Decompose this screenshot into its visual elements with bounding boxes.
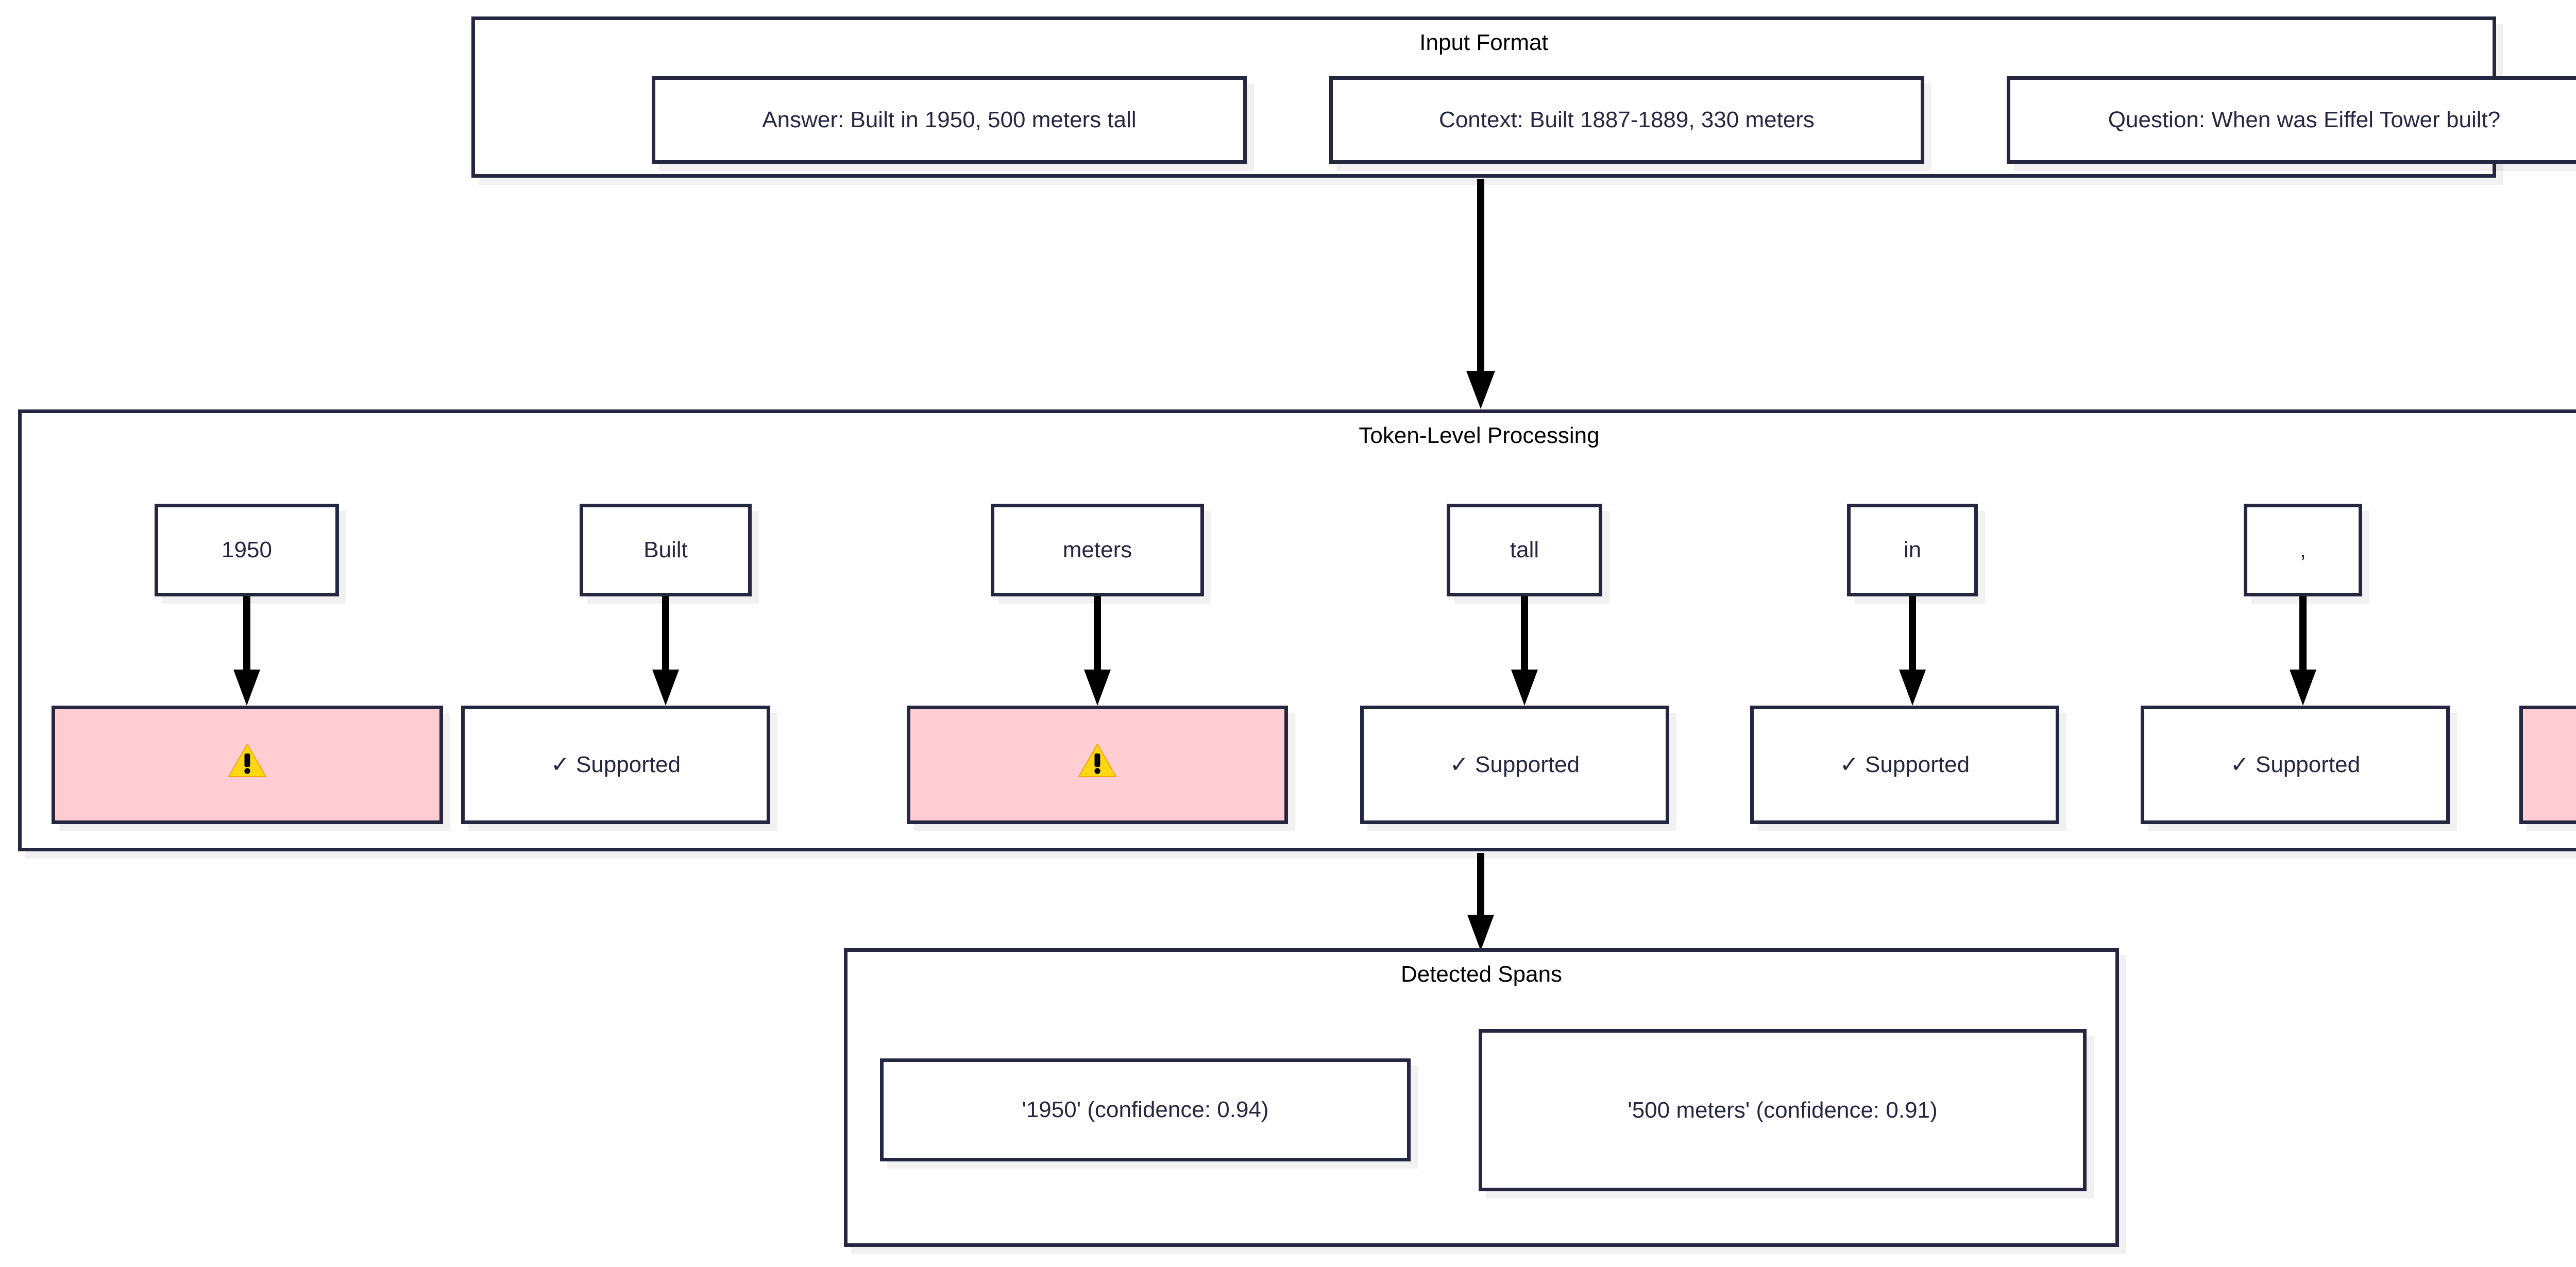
arrow-input-to-processing <box>1465 179 1496 409</box>
status-label: ✓ Supported <box>1449 752 1580 778</box>
input-answer-box[interactable]: Answer: Built in 1950, 500 meters tall <box>652 76 1247 164</box>
status-box-tall[interactable]: ✓ Supported <box>1360 706 1669 824</box>
input-question-box[interactable]: Question: When was Eiffel Tower built? <box>2007 76 2576 164</box>
detected-span-1950-box[interactable]: '1950' (confidence: 0.94) <box>880 1058 1411 1161</box>
input-context-box[interactable]: Context: Built 1887-1889, 330 meters <box>1329 76 1924 164</box>
token-label: in <box>1903 537 1922 563</box>
status-label: ✓ Supported <box>550 752 681 778</box>
status-box-in[interactable]: ✓ Supported <box>1750 706 2059 824</box>
detected-span-label: '1950' (confidence: 0.94) <box>1022 1097 1269 1123</box>
token-label: Built <box>643 537 688 563</box>
detected-span-label: '500 meters' (confidence: 0.91) <box>1628 1097 1938 1123</box>
input-answer-label: Answer: Built in 1950, 500 meters tall <box>762 107 1137 133</box>
token-label: tall <box>1510 537 1539 563</box>
token-box-tall[interactable]: tall <box>1447 504 1602 596</box>
token-box-meters[interactable]: meters <box>991 504 1204 596</box>
token-box-1950[interactable]: 1950 <box>155 504 339 596</box>
token-label: meters <box>1062 537 1132 563</box>
status-label: ✓ Supported <box>2230 752 2361 778</box>
status-label: ✓ Supported <box>1839 752 1970 778</box>
status-box-built[interactable]: ✓ Supported <box>461 706 770 824</box>
arrow-processing-to-spans <box>1465 853 1496 951</box>
token-label: 1950 <box>222 537 272 563</box>
input-question-label: Question: When was Eiffel Tower built? <box>2108 107 2501 133</box>
status-box-1950[interactable] <box>52 706 443 824</box>
status-box-meters[interactable] <box>907 706 1288 824</box>
warning-icon <box>1078 743 1117 786</box>
input-context-label: Context: Built 1887-1889, 330 meters <box>1439 107 1815 133</box>
detected-span-500-meters-box[interactable]: '500 meters' (confidence: 0.91) <box>1479 1029 2087 1191</box>
token-box-in[interactable]: in <box>1847 504 1978 596</box>
warning-icon <box>228 743 267 786</box>
token-box-comma[interactable]: , <box>2244 504 2362 596</box>
token-processing-title: Token-Level Processing <box>1359 423 1600 448</box>
input-format-title: Input Format <box>1419 30 1548 55</box>
status-box-500[interactable] <box>2519 706 2576 824</box>
token-box-built[interactable]: Built <box>580 504 752 596</box>
status-box-comma[interactable]: ✓ Supported <box>2141 706 2450 824</box>
detected-spans-title: Detected Spans <box>1400 962 1563 987</box>
token-label: , <box>2299 537 2307 563</box>
